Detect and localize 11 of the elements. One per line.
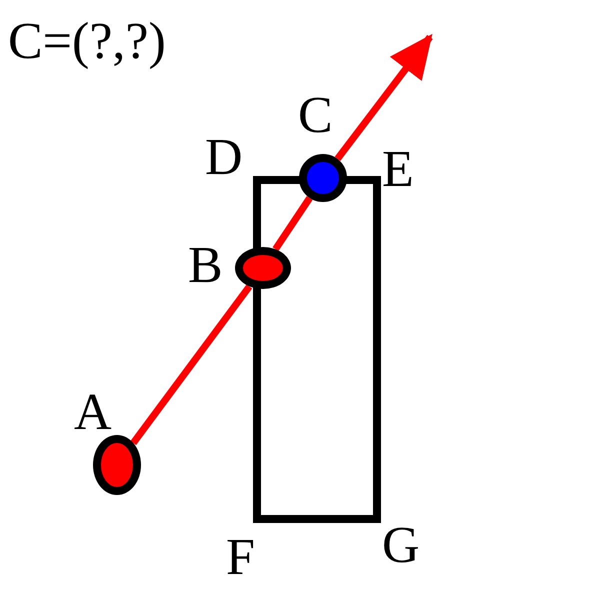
title: C=(?,?) — [8, 14, 166, 70]
point-label: A — [74, 385, 112, 441]
arrow — [334, 34, 433, 162]
point-label: C — [298, 88, 333, 144]
point-label: D — [205, 130, 243, 186]
line-segment — [130, 284, 252, 446]
point-label: B — [188, 238, 223, 294]
point-label: G — [382, 518, 420, 574]
point-label: F — [226, 530, 255, 586]
line-segment — [272, 196, 313, 252]
point-label: E — [382, 142, 414, 198]
